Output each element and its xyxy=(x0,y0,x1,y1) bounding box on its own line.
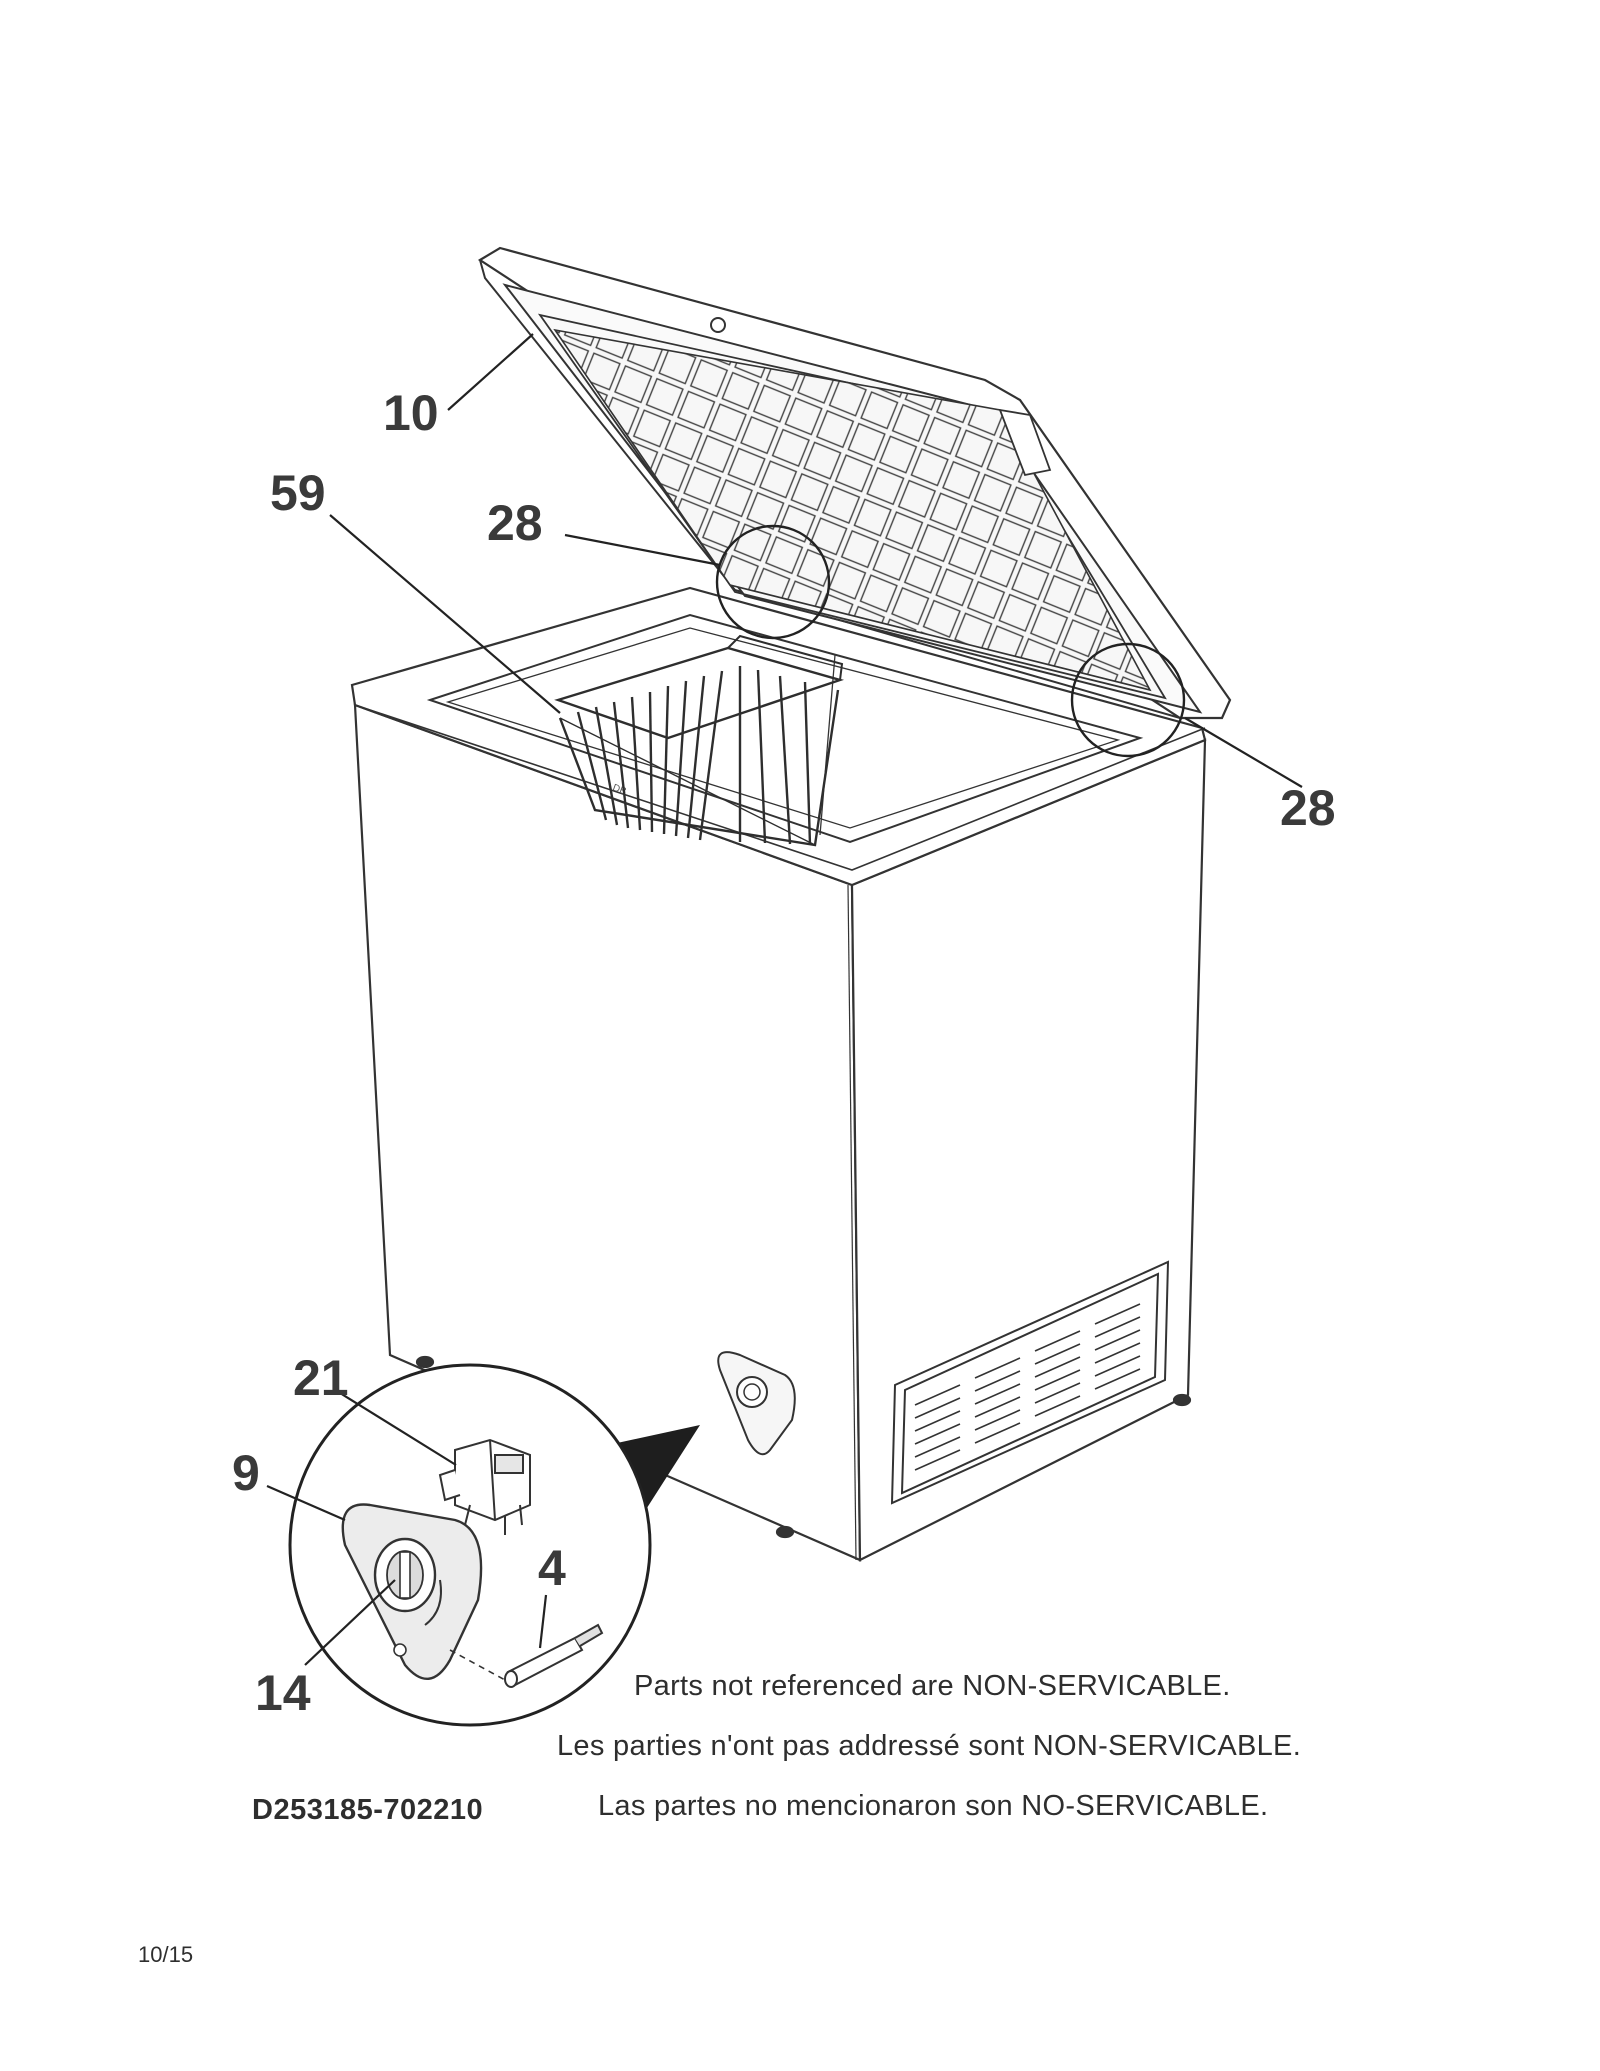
callout-basket: 59 xyxy=(270,465,326,521)
vent-panel xyxy=(890,1260,1170,1505)
note-french: Les parties n'ont pas addressé sont NON-… xyxy=(557,1730,1302,1762)
zoom-detail xyxy=(288,1363,652,1727)
callout-hinge-right: 28 xyxy=(1280,780,1336,836)
hinge-detail-circle-left xyxy=(715,524,831,640)
control-panel-on-body xyxy=(717,1351,796,1456)
note-english: Parts not referenced are NON-SERVICABLE. xyxy=(634,1670,1231,1702)
light-switch xyxy=(438,1438,531,1535)
callout-cover: 9 xyxy=(232,1445,260,1501)
callout-light-switch: 21 xyxy=(293,1350,349,1406)
drain-plug xyxy=(504,1623,604,1688)
wire-basket xyxy=(554,634,845,847)
callout-hinge-left: 28 xyxy=(487,495,543,551)
callout-drain-plug: 4 xyxy=(538,1540,566,1596)
callout-knob: 14 xyxy=(255,1665,311,1721)
note-spanish: Las partes no mencionaron son NO-SERVICA… xyxy=(598,1790,1269,1822)
leader-lines xyxy=(266,333,1303,1666)
hinge-detail-circle-right xyxy=(1070,642,1186,758)
model-number: D253185-702210 xyxy=(252,1794,484,1826)
lid xyxy=(477,246,1232,720)
callout-lid: 10 xyxy=(383,385,439,441)
page-number: 10/15 xyxy=(138,1942,194,1967)
